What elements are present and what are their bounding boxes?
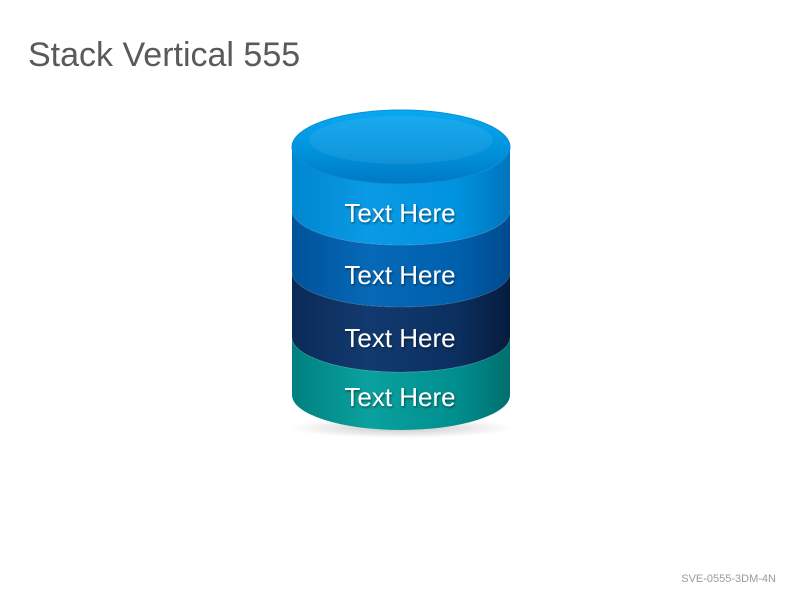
slide-title: Stack Vertical 555 bbox=[28, 36, 301, 74]
stack-layer-3[interactable]: Text Here bbox=[291, 271, 511, 372]
stack-layer-4[interactable]: Text Here bbox=[291, 336, 511, 430]
layer-4-label: Text Here bbox=[344, 382, 455, 412]
layer-2-label: Text Here bbox=[344, 260, 455, 290]
layer-1-label: Text Here bbox=[344, 198, 455, 228]
stack-layer-2[interactable]: Text Here bbox=[291, 209, 511, 307]
stack-layer-1[interactable]: Text Here bbox=[291, 109, 511, 245]
layer-3-label: Text Here bbox=[344, 323, 455, 353]
slide-code: SVE-0555-3DM-4N bbox=[681, 573, 776, 585]
